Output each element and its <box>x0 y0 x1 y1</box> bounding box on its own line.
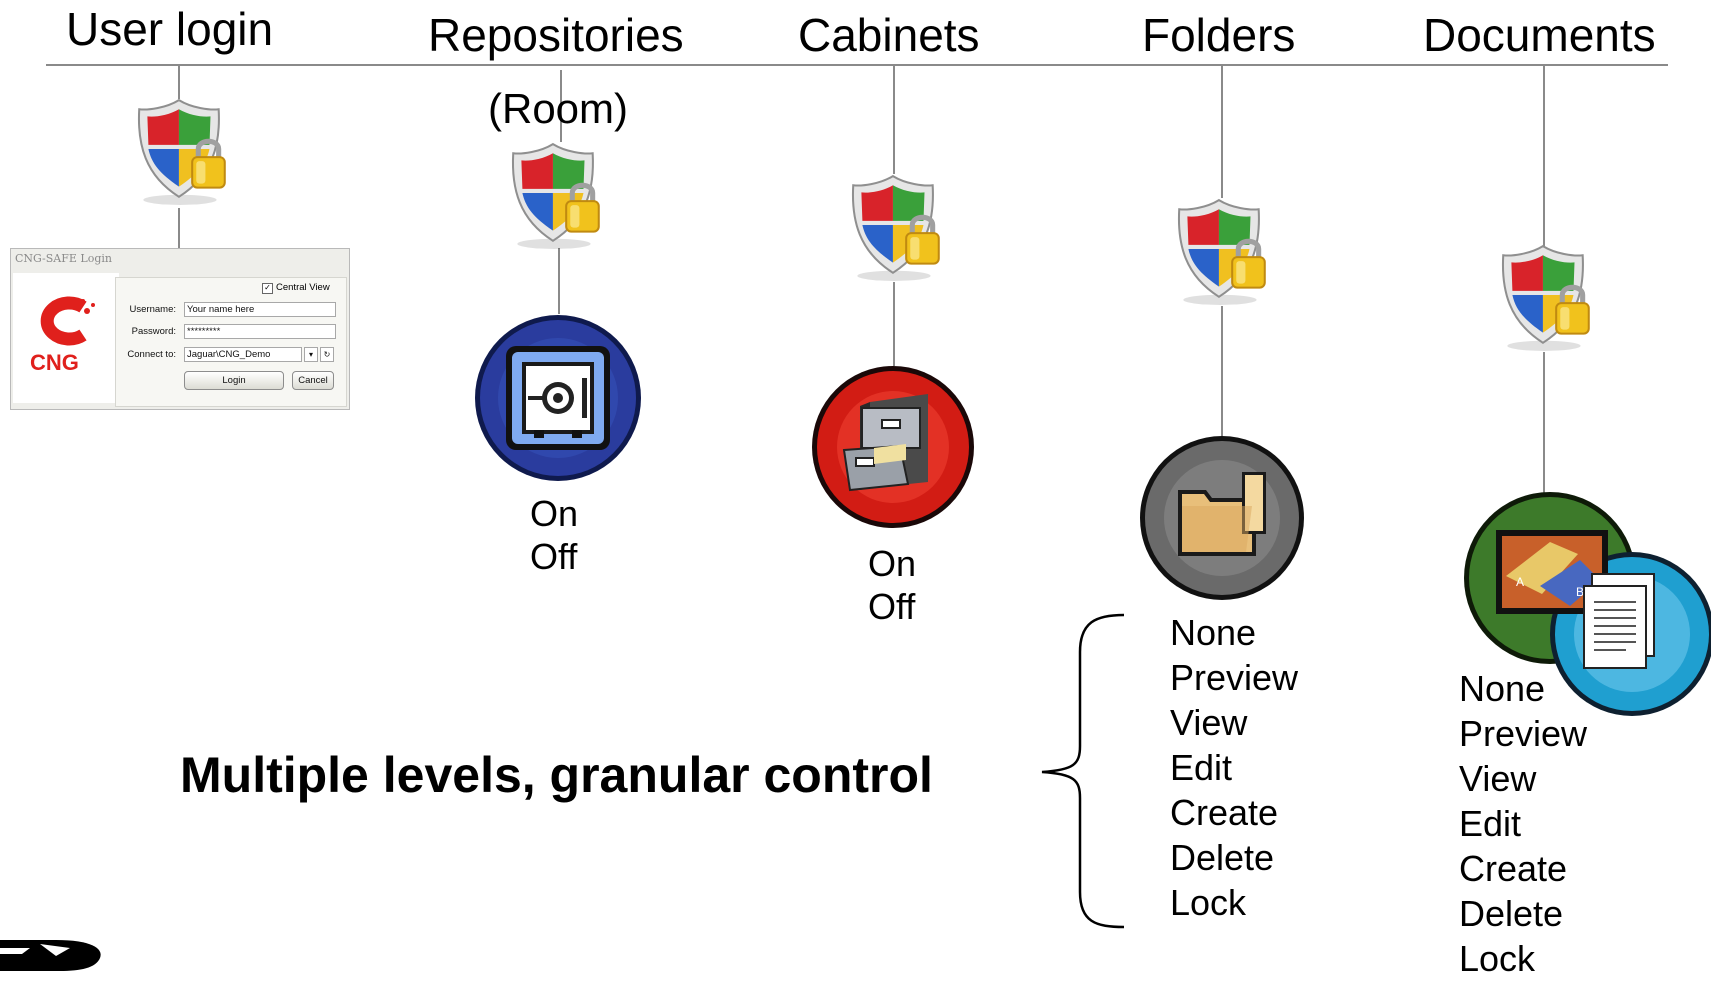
connect-field[interactable]: Jaguar\CNG_Demo <box>184 347 302 362</box>
file-cabinet-icon <box>812 366 974 528</box>
connector-line <box>178 208 180 248</box>
username-field[interactable]: Your name here <box>184 302 336 317</box>
svg-text:A: A <box>1516 575 1524 589</box>
connector-line <box>1221 306 1223 436</box>
shield-lock-icon <box>1166 196 1278 308</box>
list-item: Lock <box>1459 938 1536 979</box>
shield-lock-icon <box>126 96 238 208</box>
folder-icon <box>1140 436 1304 600</box>
cabinets-on: On <box>868 543 917 584</box>
cng-logo: CNG <box>13 273 119 403</box>
header-documents: Documents <box>1423 9 1656 61</box>
connector-line <box>178 64 180 99</box>
shield-lock-icon <box>1490 242 1602 354</box>
cng-logo-text: CNG <box>30 350 79 375</box>
list-item: None <box>1459 668 1546 709</box>
list-item: Create <box>1459 848 1568 889</box>
header-folders: Folders <box>1142 9 1296 61</box>
chevron-down-icon[interactable]: ▾ <box>304 347 318 362</box>
list-item: Create <box>1170 792 1279 833</box>
username-label: Username: <box>129 304 176 315</box>
connect-label: Connect to: <box>127 349 176 360</box>
password-label: Password: <box>131 326 176 337</box>
connector-line <box>558 248 560 314</box>
login-dialog: CNG-SAFE Login CNG ✓ Central View Userna… <box>10 248 350 410</box>
list-item: Lock <box>1170 882 1247 923</box>
brace <box>1041 613 1125 929</box>
connector-line <box>560 70 562 142</box>
cng-logo-icon <box>40 296 95 346</box>
repositories-sublabel: (Room) <box>488 85 629 132</box>
safe-icon <box>475 315 641 481</box>
list-item: Delete <box>1170 837 1275 878</box>
central-view-checkbox[interactable]: ✓ <box>262 283 273 294</box>
header-repositories: Repositories <box>428 9 684 61</box>
login-dialog-title: CNG-SAFE Login <box>15 252 112 265</box>
password-field[interactable]: ********* <box>184 324 336 339</box>
header-user-login: User login <box>66 3 274 55</box>
shield-lock-icon <box>500 140 612 252</box>
connector-line <box>1221 66 1223 198</box>
list-item: Preview <box>1459 713 1588 754</box>
list-item: Edit <box>1170 747 1233 788</box>
login-form: ✓ Central View Username: Your name here … <box>115 277 347 407</box>
svg-text:B: B <box>1576 585 1584 599</box>
folder-permission-list: None Preview View Edit Create Delete Loc… <box>1170 610 1298 925</box>
connector-line <box>893 66 895 174</box>
shield-lock-icon <box>840 172 952 284</box>
list-item: View <box>1459 758 1537 799</box>
connector-line <box>1543 352 1545 494</box>
top-divider-line <box>46 64 1668 66</box>
list-item: Edit <box>1459 803 1522 844</box>
list-item: None <box>1170 612 1257 653</box>
header-cabinets: Cabinets <box>798 9 980 61</box>
connector-line <box>1543 66 1545 246</box>
document-permission-list: None Preview View Edit Create Delete Loc… <box>1459 666 1587 981</box>
refresh-icon[interactable]: ↻ <box>320 347 334 362</box>
repositories-on: On <box>530 493 579 534</box>
cancel-button[interactable]: Cancel <box>292 371 334 390</box>
documents-icon: A B <box>1464 492 1711 716</box>
list-item: Preview <box>1170 657 1299 698</box>
login-button[interactable]: Login <box>184 371 284 390</box>
list-item: View <box>1170 702 1248 743</box>
cabinets-off: Off <box>868 586 916 627</box>
tagline: Multiple levels, granular control <box>180 747 933 803</box>
corner-logo-icon <box>0 940 101 971</box>
central-view-label: Central View <box>276 282 330 293</box>
connector-line <box>893 282 895 366</box>
repositories-off: Off <box>530 536 578 577</box>
list-item: Delete <box>1459 893 1564 934</box>
